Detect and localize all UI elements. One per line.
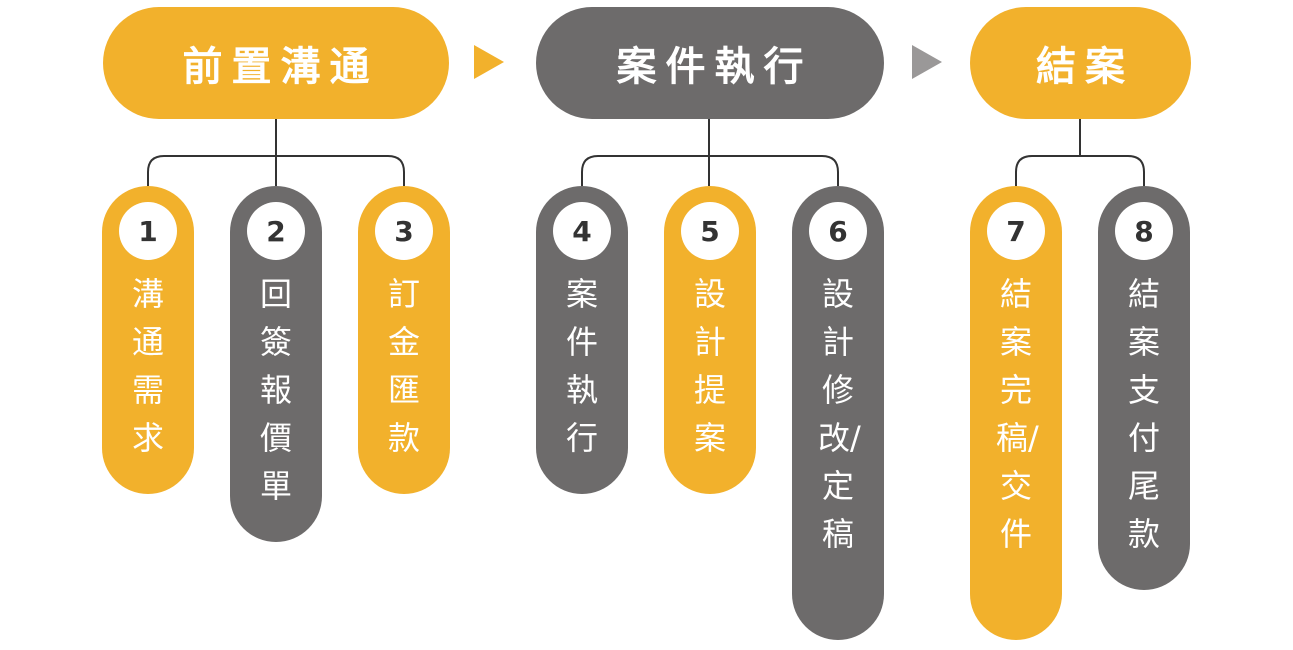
step-7: 7 結案完稿/交件 (970, 186, 1062, 640)
phase-label: 案件執行 (616, 44, 813, 90)
step-number-badge: 1 (119, 202, 177, 260)
step-label: 設計提案 (693, 275, 726, 457)
step-5: 5 設計提案 (664, 186, 756, 494)
step-number-badge: 3 (375, 202, 433, 260)
step-number-badge: 8 (1115, 202, 1173, 260)
step-number-badge: 4 (553, 202, 611, 260)
step-number-badge: 6 (809, 202, 867, 260)
step-label: 設計修改/定稿 (818, 275, 861, 553)
step-label: 結案支付尾款 (1127, 275, 1160, 553)
arrow-right-icon (474, 45, 504, 79)
step-number-badge: 5 (681, 202, 739, 260)
step-number-badge: 7 (987, 202, 1045, 260)
step-label: 訂金匯款 (387, 275, 420, 457)
step-label: 結案完稿/交件 (996, 275, 1039, 553)
phase-execution: 案件執行 (536, 7, 884, 119)
phase-label: 前置溝通 (182, 44, 379, 90)
phase-closing: 結案 (970, 7, 1191, 119)
step-2: 2 回簽報價單 (230, 186, 322, 542)
step-label: 回簽報價單 (259, 275, 292, 505)
step-label: 案件執行 (565, 275, 598, 457)
step-8: 8 結案支付尾款 (1098, 186, 1190, 590)
arrow-right-icon (912, 45, 942, 79)
step-number-badge: 2 (247, 202, 305, 260)
step-1: 1 溝通需求 (102, 186, 194, 494)
phase-label: 結案 (1036, 44, 1134, 90)
step-4: 4 案件執行 (536, 186, 628, 494)
step-3: 3 訂金匯款 (358, 186, 450, 494)
step-label: 溝通需求 (131, 275, 164, 457)
phase-pre-communication: 前置溝通 (103, 7, 449, 119)
step-6: 6 設計修改/定稿 (792, 186, 884, 640)
